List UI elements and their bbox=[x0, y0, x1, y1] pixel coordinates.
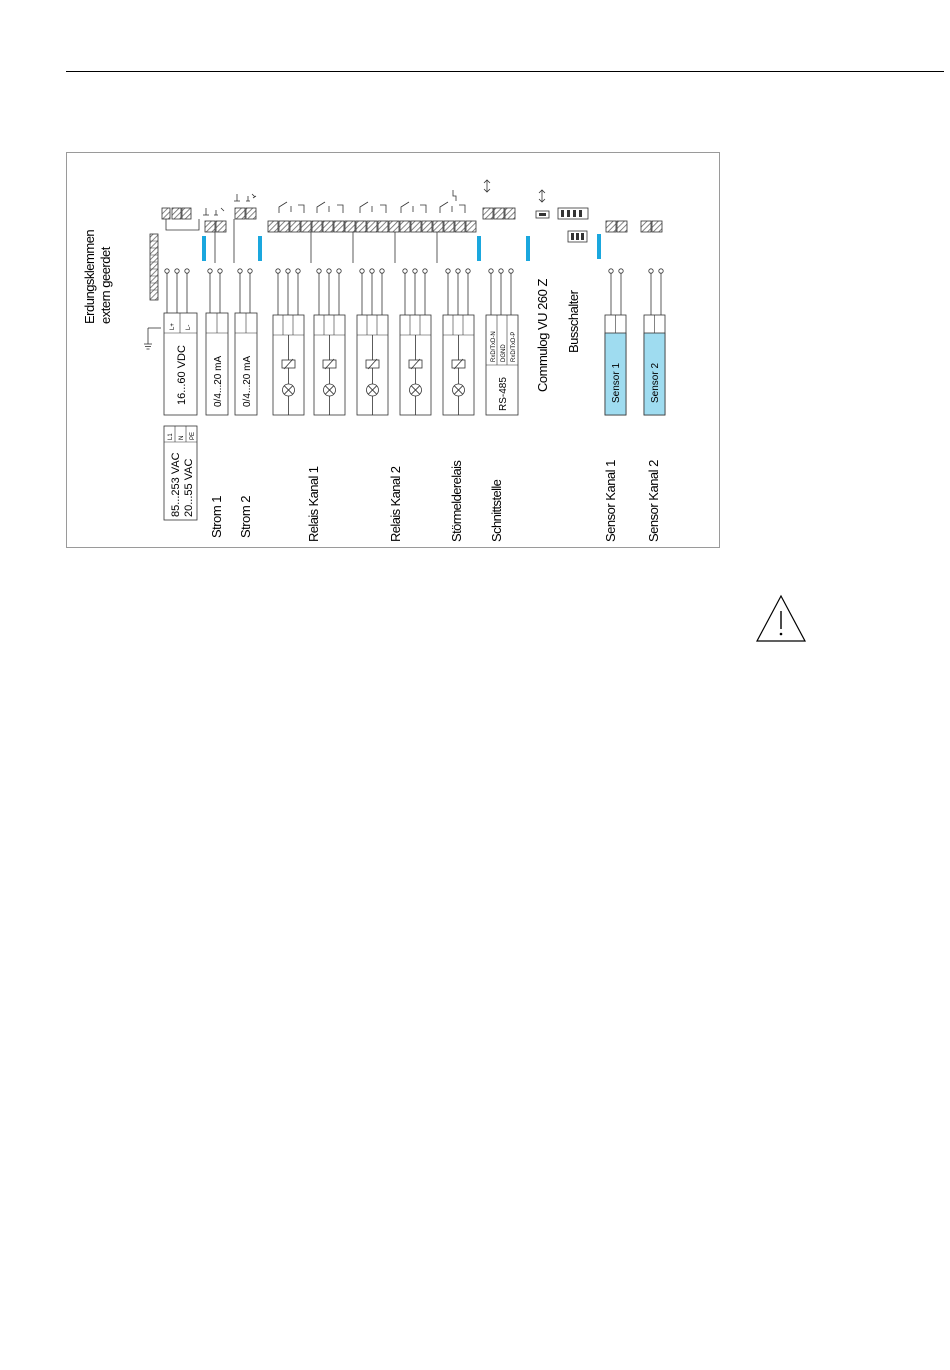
relay-2-name: Relais Kanal 2 bbox=[388, 466, 403, 542]
power-wires bbox=[165, 269, 189, 313]
dc-voltage-label: 16...60 VDC bbox=[176, 345, 188, 405]
header-rule bbox=[66, 71, 944, 72]
current-symbol-icon bbox=[203, 208, 224, 215]
relay-channel-2: Relais Kanal 2 bbox=[357, 269, 403, 542]
current-output-2: 0/4...20 mA Strom 2 bbox=[234, 194, 262, 538]
bus-switch: Busschalter bbox=[558, 208, 588, 353]
power-terminal-block bbox=[162, 208, 199, 230]
blue-marker bbox=[477, 236, 481, 261]
current-1-module-label: 0/4...20 mA bbox=[213, 356, 224, 407]
sensor-channel-1: Sensor 1 Sensor Kanal 1 bbox=[597, 221, 627, 542]
rs485-pin-n: RxD/TxD-N bbox=[491, 331, 497, 362]
relay-channel-1b bbox=[314, 269, 345, 415]
bidirectional-arrow-icon bbox=[484, 180, 490, 192]
wiring-diagram: Erdungsklemmen extern geerdet L+ L- 16..… bbox=[66, 152, 720, 548]
ground-title-line1: Erdungsklemmen bbox=[82, 230, 97, 324]
fault-relay: Störmelderelais bbox=[443, 269, 474, 542]
blue-marker bbox=[526, 236, 530, 261]
ac-voltage-label-2: 20...55 VAC bbox=[183, 458, 195, 517]
current-2-name: Strom 2 bbox=[238, 496, 253, 538]
ac-voltage-label-1: 85...253 VAC bbox=[170, 452, 182, 517]
current-1-name: Strom 1 bbox=[209, 496, 224, 538]
sensor-1-name: Sensor Kanal 1 bbox=[603, 460, 618, 542]
interface-rs485: RxD/TxD-N DGND RxD/TxD-P RS-485 Schnitts… bbox=[477, 180, 518, 542]
bus-switch-label: Busschalter bbox=[566, 289, 581, 353]
bidirectional-arrow-icon bbox=[539, 190, 545, 202]
rs485-module-label: RS-485 bbox=[498, 377, 509, 411]
wiring-diagram-svg: Erdungsklemmen extern geerdet L+ L- 16..… bbox=[67, 153, 721, 549]
ground-label: Erdungsklemmen extern geerdet bbox=[82, 230, 113, 324]
ac-pin-l1: L1 bbox=[168, 433, 174, 440]
sensor-2-name: Sensor Kanal 2 bbox=[646, 460, 661, 542]
commulog-port: Commulog VU 260 Z bbox=[526, 190, 550, 392]
warning-icon bbox=[754, 594, 808, 644]
rs485-pin-dgnd: DGND bbox=[501, 344, 507, 362]
rs485-pin-p: RxD/TxD-P bbox=[511, 332, 517, 362]
ground-title-line2: extern geerdet bbox=[98, 246, 113, 324]
sensor-1-module-label: Sensor 1 bbox=[611, 363, 622, 403]
blue-marker bbox=[258, 236, 262, 261]
ground-icon bbox=[144, 328, 161, 349]
dc-pin-minus: L- bbox=[186, 325, 192, 330]
current-output-1: 0/4...20 mA Strom 1 bbox=[202, 208, 228, 538]
fault-relay-name: Störmelderelais bbox=[449, 460, 464, 542]
ac-module: L1 N PE 85...253 VAC 20...55 VAC bbox=[164, 426, 197, 520]
current-2-module-label: 0/4...20 mA bbox=[242, 356, 253, 407]
ac-pin-pe: PE bbox=[190, 432, 196, 440]
ac-pin-n: N bbox=[179, 436, 185, 440]
blue-marker bbox=[597, 234, 601, 259]
relay-terminal-strip bbox=[268, 221, 476, 232]
interface-name: Schnittstelle bbox=[489, 479, 504, 542]
ground-terminal-rail bbox=[150, 234, 158, 300]
dc-module: L+ L- 16...60 VDC bbox=[164, 313, 197, 415]
sensor-channel-2: Sensor 2 Sensor Kanal 2 bbox=[641, 221, 665, 542]
dc-pin-plus: L+ bbox=[170, 323, 176, 330]
sensor-2-module-label: Sensor 2 bbox=[650, 363, 661, 403]
relay-1-name: Relais Kanal 1 bbox=[306, 466, 321, 542]
relay-channel-2b bbox=[400, 269, 431, 415]
blue-marker bbox=[202, 236, 206, 261]
commulog-label: Commulog VU 260 Z bbox=[535, 279, 550, 392]
